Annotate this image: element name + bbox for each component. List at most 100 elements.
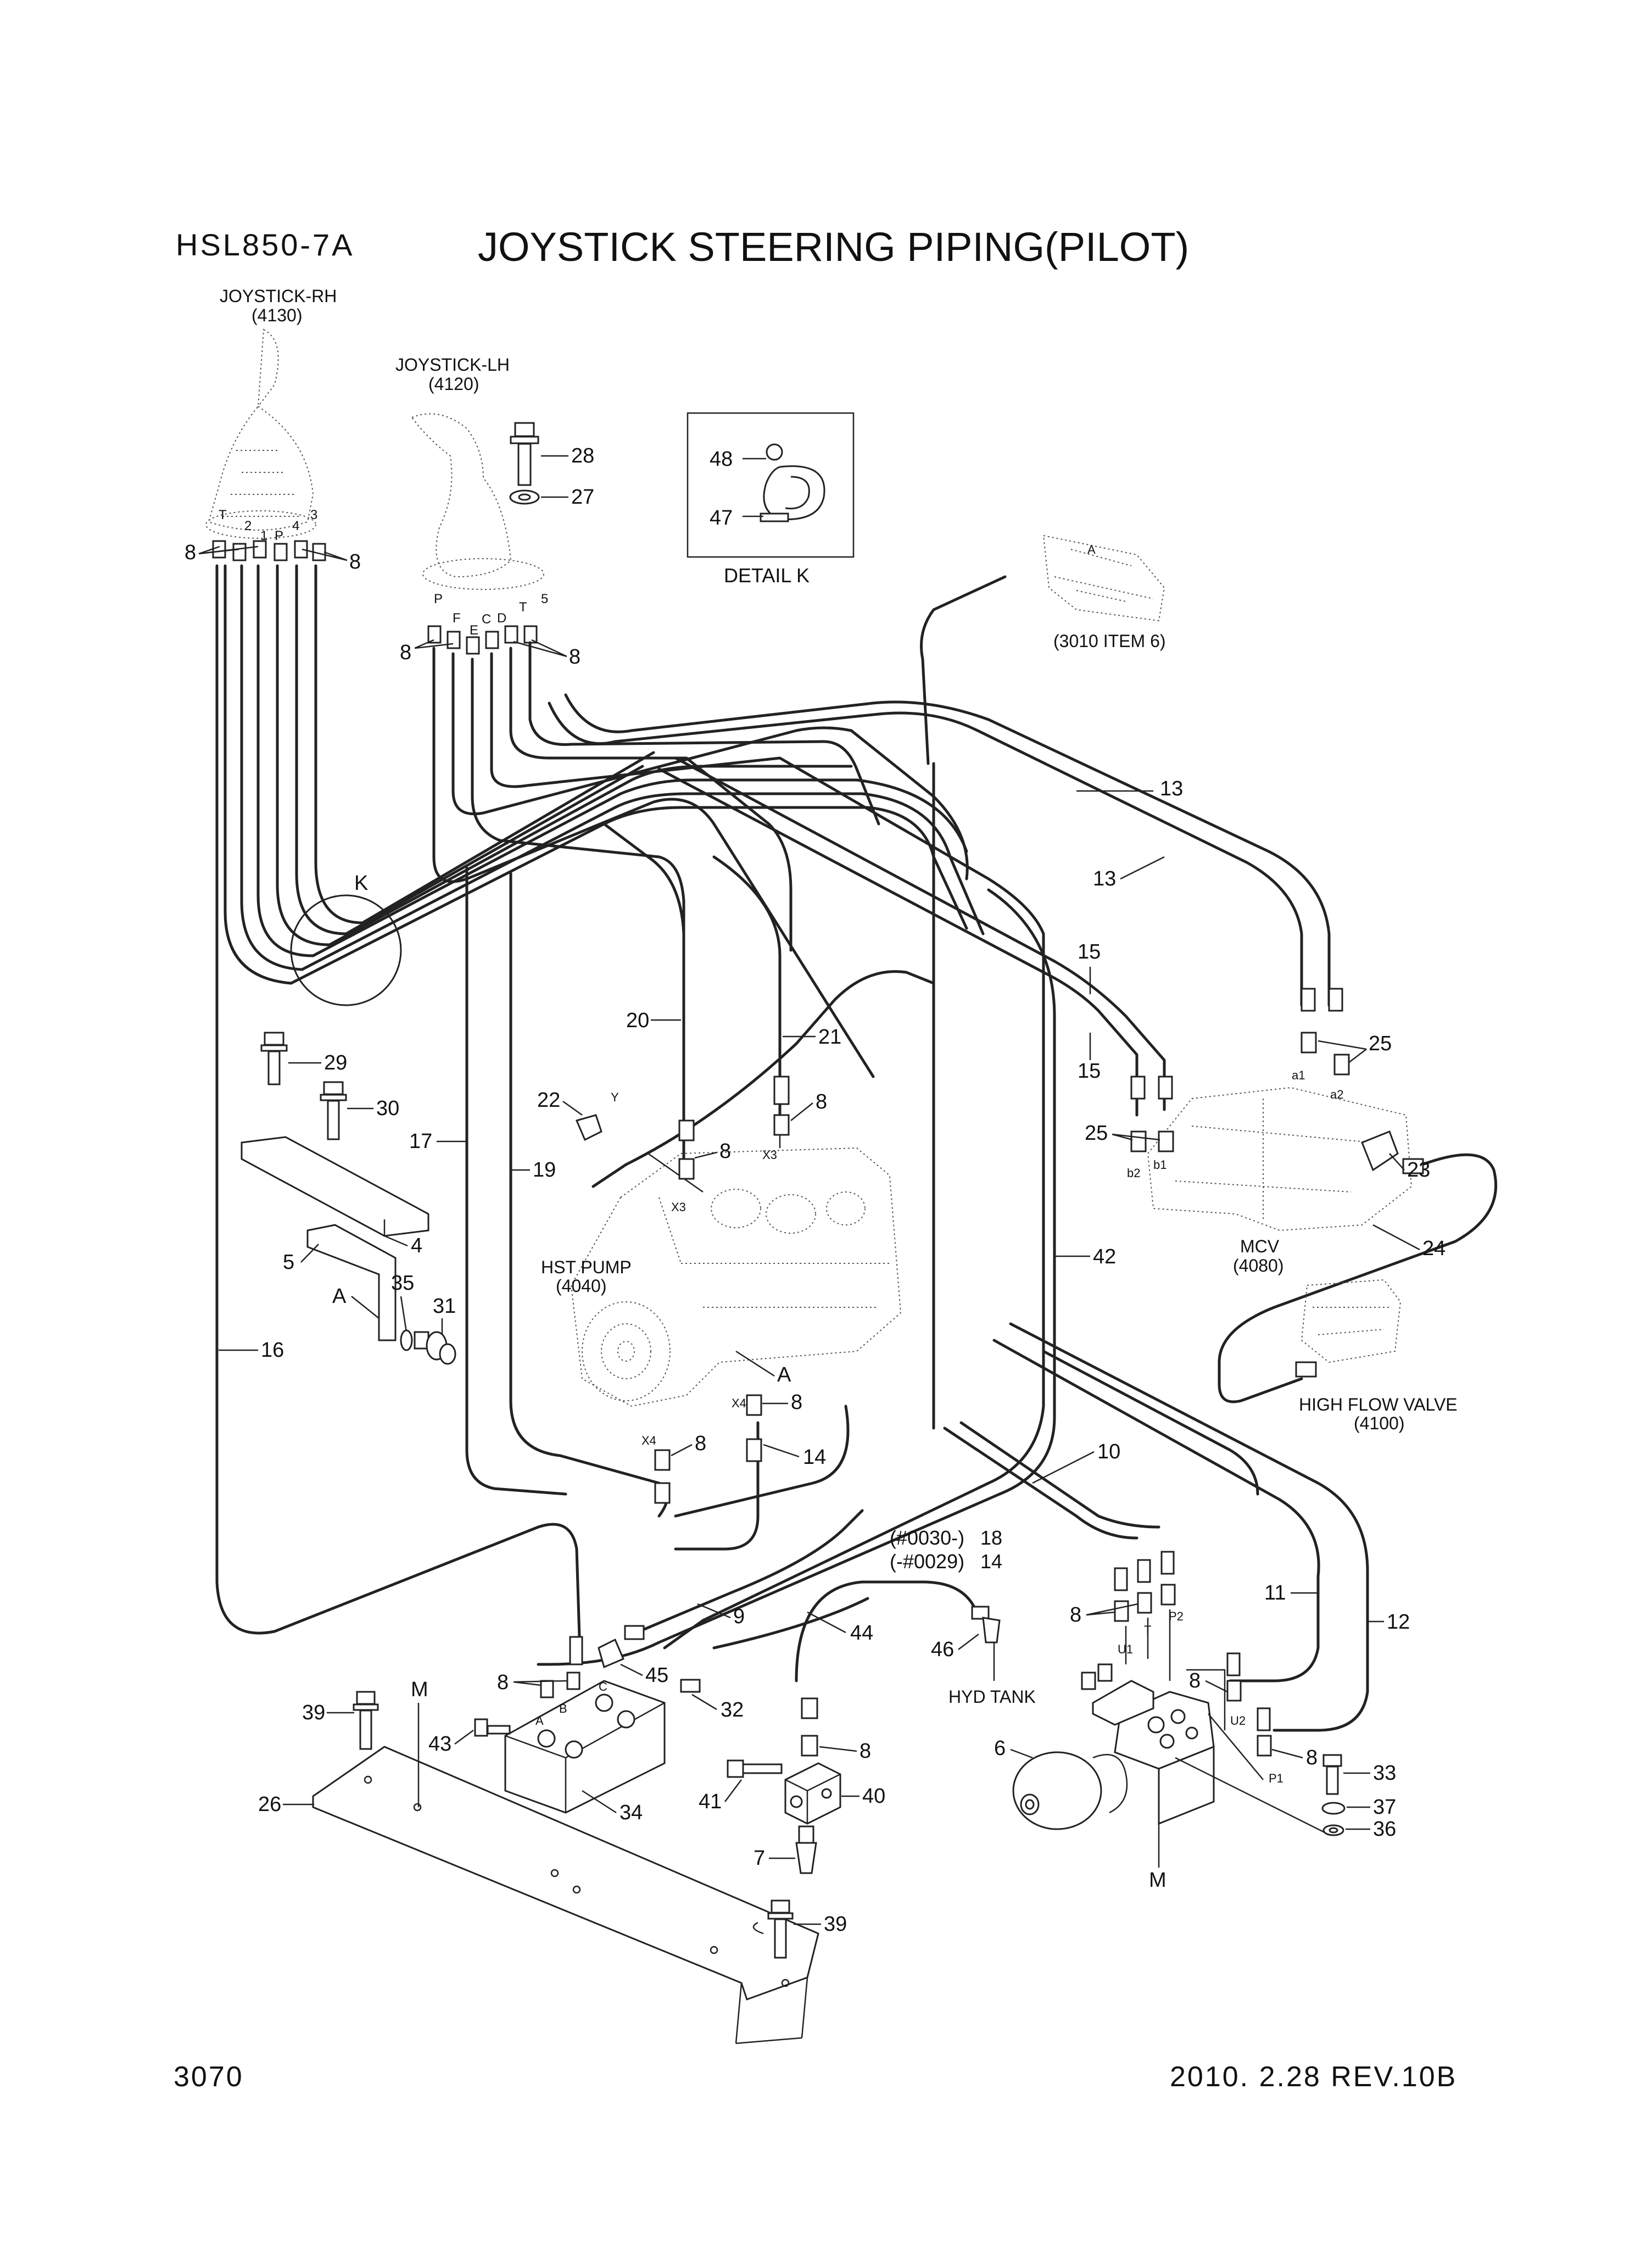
callout-6: 6 [994, 1737, 1006, 1760]
serial-18-range: (#0030-) [890, 1526, 964, 1549]
callout-44: 44 [850, 1622, 873, 1645]
joystick-rh-label: JOYSTICK-RH [220, 286, 337, 306]
callout-8-lh-left: 8 [400, 641, 411, 664]
model-code: HSL850-7A [176, 227, 355, 262]
pipe-callouts: 13 13 15 15 20 21 22 17 19 16 42 14 10 (… [219, 777, 1446, 1645]
port-5-lh: 5 [541, 592, 548, 606]
joystick-rh-fittings: T 2 1 P 4 3 8 8 [185, 508, 361, 573]
callout-40: 40 [862, 1785, 885, 1808]
hst-pump-label: HST PUMP [541, 1257, 632, 1277]
callout-8-pump-1: 8 [719, 1140, 731, 1163]
bracket-assembly: 29 30 4 5 A 35 31 [241, 1032, 456, 1365]
callout-A-pump: A [777, 1363, 791, 1386]
callout-15-upper: 15 [1078, 940, 1101, 963]
port-A-3010: A [1087, 543, 1096, 556]
callout-17: 17 [409, 1130, 432, 1153]
port-T-rh: T [219, 508, 227, 522]
port-F-lh: F [453, 611, 461, 626]
port-b1: b1 [1153, 1158, 1167, 1172]
callout-13-upper: 13 [1160, 777, 1183, 800]
callout-13-lower: 13 [1093, 867, 1116, 890]
hyd-tank-label: HYD TANK [948, 1687, 1036, 1707]
detail-k-label: DETAIL K [724, 564, 810, 587]
bolt-39-lower: 39 [767, 1899, 847, 1959]
callout-5: 5 [283, 1251, 294, 1274]
port-X4-left: X4 [641, 1434, 656, 1447]
callout-8-pump-2: 8 [816, 1090, 827, 1113]
callout-4: 4 [411, 1234, 422, 1257]
port-a1: a1 [1292, 1068, 1305, 1082]
port-X4-right: X4 [732, 1396, 746, 1410]
joystick-lh-fittings: P F E C D T 5 8 8 [400, 592, 581, 668]
callout-46: 46 [931, 1638, 954, 1661]
port-C-block: C [599, 1680, 607, 1693]
base-plate-26: 26 M [258, 1678, 819, 2044]
callout-25-upper: 25 [1369, 1032, 1392, 1055]
callout-35: 35 [391, 1272, 414, 1295]
hyd-tank-fitting: 46 HYD TANK [931, 1606, 1036, 1707]
callout-41: 41 [699, 1790, 722, 1813]
callout-33: 33 [1373, 1762, 1396, 1785]
callout-39-upper: 39 [302, 1701, 325, 1724]
callout-M-base: M [411, 1678, 428, 1701]
callout-29: 29 [324, 1051, 347, 1074]
port-A-block: A [535, 1714, 544, 1728]
washer-37: 37 [1321, 1796, 1396, 1819]
callout-8-valve-right1: 8 [1189, 1669, 1201, 1692]
hst-pump: HST PUMP (4040) X3 X3 Y X4 X4 A [541, 1090, 902, 1447]
item-3010-6: A (3010 ITEM 6) [1042, 534, 1166, 651]
mcv: MCV (4080) a1 a2 b1 b2 25 25 23 [1085, 988, 1430, 1275]
callout-30: 30 [376, 1097, 399, 1120]
callout-16: 16 [261, 1339, 284, 1362]
callout-14-alt: 14 [980, 1550, 1002, 1573]
callout-28: 28 [571, 444, 594, 467]
port-b2: b2 [1127, 1166, 1140, 1180]
callout-20: 20 [626, 1009, 649, 1032]
port-4-rh: 4 [292, 519, 299, 533]
joystick-rh: JOYSTICK-RH (4130) [205, 286, 337, 539]
port-P1: P1 [1269, 1771, 1283, 1785]
callout-25-lower: 25 [1085, 1122, 1108, 1145]
mcv-label: MCV [1240, 1236, 1280, 1256]
port-B-block: B [559, 1702, 567, 1715]
valve-block-34: A B C 34 43 8 45 32 [428, 1625, 744, 1824]
callout-31: 31 [433, 1295, 456, 1318]
callout-26: 26 [258, 1793, 281, 1816]
port-1-rh: 1 [260, 528, 267, 543]
revision-date: 2010. 2.28 REV.10B [1170, 2061, 1457, 2093]
callout-42: 42 [1093, 1245, 1116, 1268]
detail-k: 48 47 DETAIL K [687, 412, 855, 587]
callout-43: 43 [428, 1732, 451, 1756]
callout-8-rh-left: 8 [185, 541, 196, 564]
pump-fittings: 8 8 8 8 [575, 1076, 827, 1504]
high-flow-valve: HIGH FLOW VALVE (4100) [1295, 1279, 1458, 1433]
joystick-lh: JOYSTICK-LH (4120) [395, 355, 544, 590]
callout-27: 27 [571, 486, 594, 509]
port-P2: P2 [1169, 1609, 1184, 1623]
port-T-lh: T [519, 600, 527, 615]
page-number: 3070 [174, 2061, 244, 2093]
callout-11: 11 [1264, 1581, 1286, 1604]
port-E-lh: E [470, 623, 478, 638]
steering-valve: 6 M U1 T P2 U2 P1 8 8 8 [994, 1551, 1330, 1892]
callout-18: 18 [980, 1526, 1002, 1549]
callout-A-bracket: A [332, 1285, 347, 1308]
callout-19: 19 [533, 1158, 556, 1182]
callout-14: 14 [803, 1446, 826, 1469]
callout-8-pump-4: 8 [695, 1432, 706, 1455]
callout-34: 34 [620, 1801, 643, 1824]
callout-M-valve: M [1149, 1869, 1167, 1892]
callout-8-valve-top: 8 [1070, 1603, 1081, 1626]
joystick-lh-label: JOYSTICK-LH [395, 355, 510, 375]
hst-pump-ref: (4040) [556, 1276, 607, 1296]
bolt-39-upper: 39 [302, 1691, 379, 1750]
callout-8-lh-right: 8 [569, 645, 581, 668]
callout-22: 22 [537, 1089, 560, 1112]
valve-40: 8 40 41 7 [699, 1697, 885, 1874]
port-P-lh: P [434, 592, 443, 606]
callout-48: 48 [710, 448, 733, 471]
callout-8-rh-right: 8 [349, 550, 361, 573]
callout-8-valve-right2: 8 [1306, 1746, 1318, 1769]
joystick-lh-ref: (4120) [428, 374, 479, 394]
